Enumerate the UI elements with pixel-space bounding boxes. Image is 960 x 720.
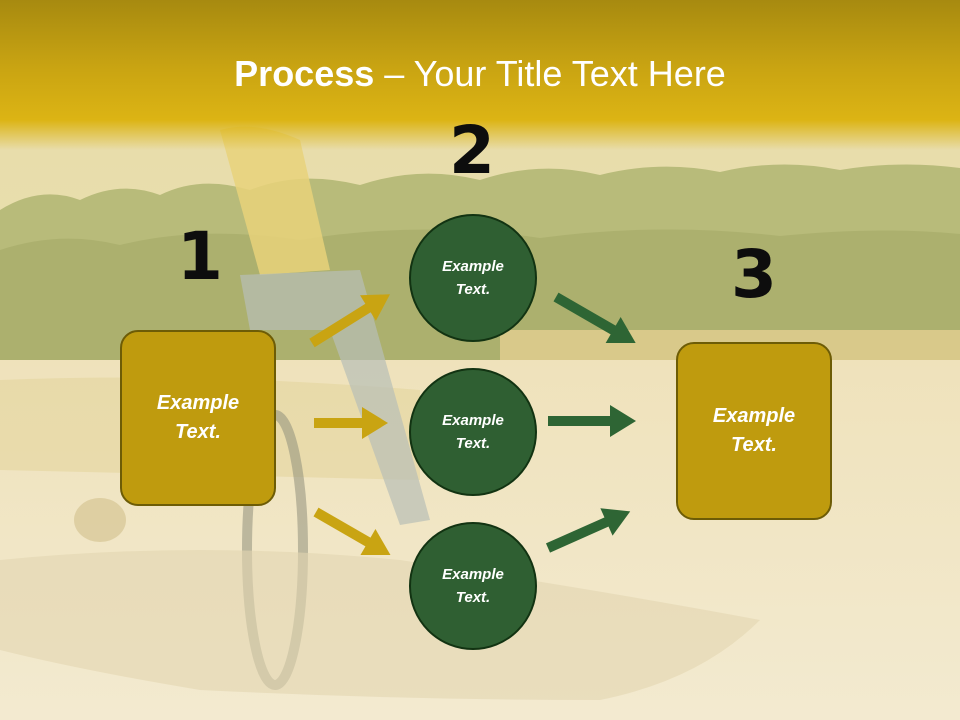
step-number-1: 1 [177, 218, 223, 295]
arrow-from-bottom-circle [545, 508, 631, 553]
title-bold: Process [234, 53, 375, 94]
arrow-from-middle-circle [548, 405, 636, 437]
green-arrows [545, 292, 636, 553]
gold-arrows [309, 294, 391, 555]
circle-top-text: Example Text. [442, 258, 504, 298]
title-rest: – Your Title Text Here [374, 53, 726, 94]
title-band [0, 0, 960, 150]
arrow-to-bottom-circle [313, 507, 391, 555]
slide-title: Process – Your Title Text Here [0, 52, 960, 96]
step-number-3: 3 [731, 236, 777, 313]
circle-middle-text: Example Text. [442, 412, 504, 452]
step-3-box-text: Example Text. [712, 405, 796, 456]
step-2-circle-middle: Example Text. [409, 368, 537, 496]
step-1-box-text: Example Text. [156, 392, 240, 443]
step-2-circle-top: Example Text. [409, 214, 537, 342]
arrow-to-middle-circle [314, 407, 388, 439]
circle-bottom-text: Example Text. [442, 566, 504, 606]
arrow-from-top-circle [553, 292, 636, 343]
step-3-box: Example Text. [676, 342, 832, 520]
step-number-2: 2 [449, 112, 495, 189]
step-1-box: Example Text. [120, 330, 276, 506]
step-2-circle-bottom: Example Text. [409, 522, 537, 650]
arrow-to-top-circle [309, 294, 391, 348]
